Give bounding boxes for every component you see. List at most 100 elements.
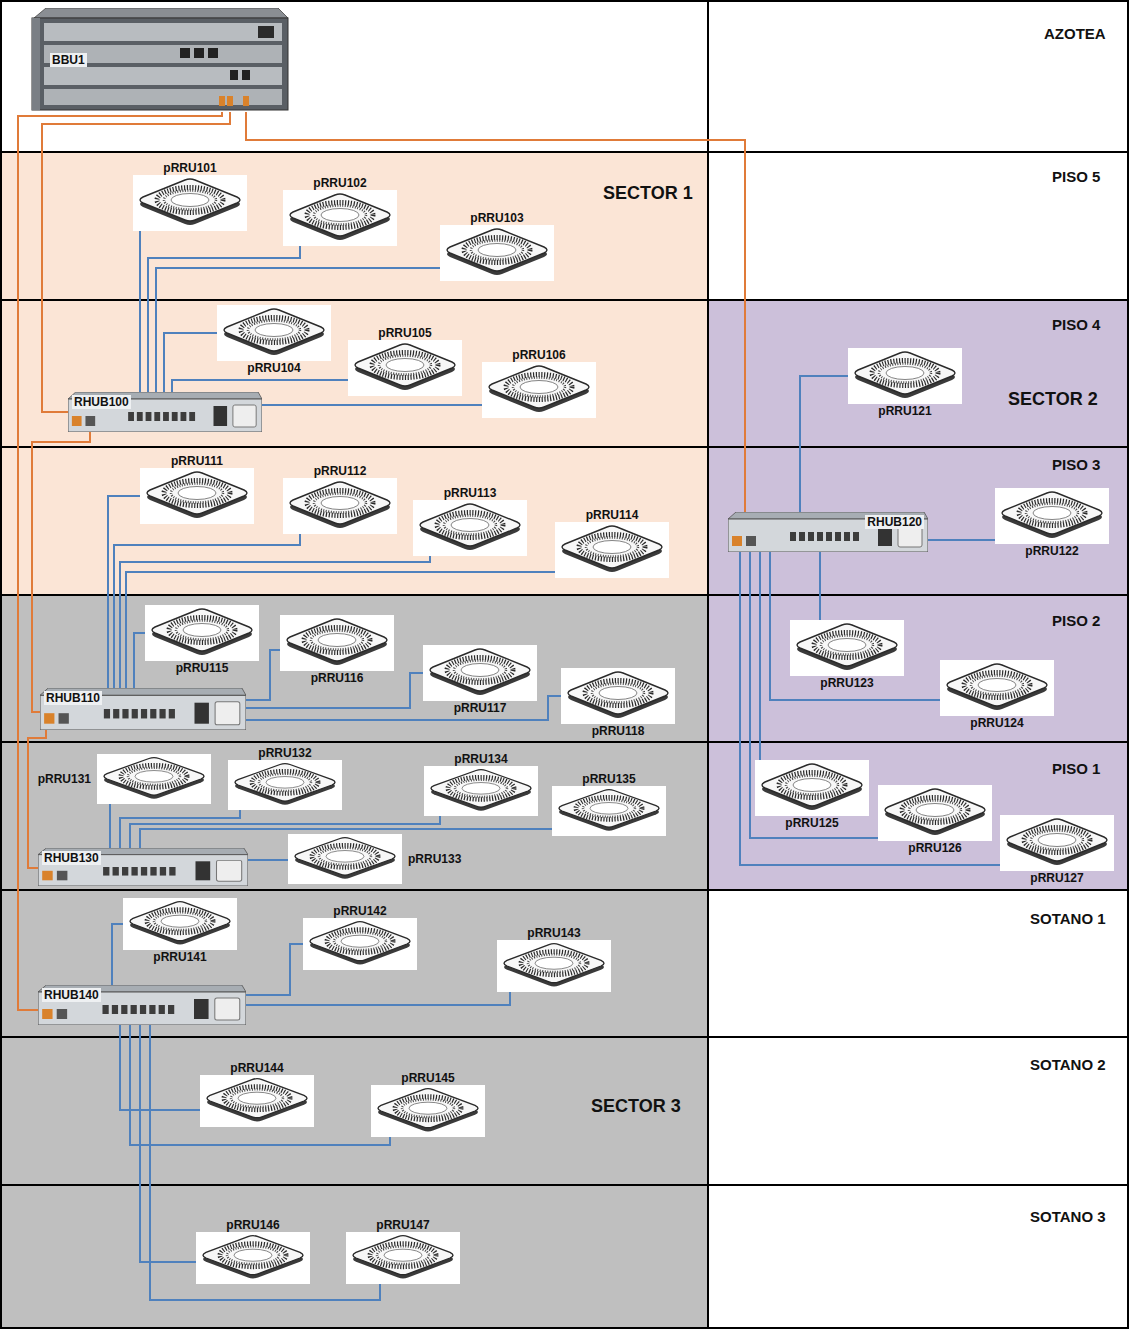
prru-graphic — [790, 620, 904, 676]
cable-line — [262, 404, 482, 406]
cable-line — [246, 944, 303, 995]
prru-graphic — [97, 754, 211, 804]
cable-line — [246, 112, 745, 512]
floor-label: SOTANO 1 — [1030, 910, 1106, 928]
prru-unit: pRRU146 — [196, 1218, 310, 1284]
device-label: pRRU133 — [406, 852, 463, 866]
device-label: pRRU103 — [468, 211, 525, 225]
grid-line — [0, 299, 1129, 301]
device-label: pRRU113 — [442, 486, 499, 500]
cable-line — [32, 432, 90, 712]
prru-icon — [497, 940, 611, 992]
prru-graphic — [878, 785, 992, 841]
prru-unit: pRRU132 — [228, 746, 342, 810]
cable-line — [130, 1025, 390, 1145]
prru-icon — [940, 660, 1054, 716]
prru-graphic — [482, 362, 596, 418]
cable-line — [114, 534, 300, 688]
device-label: RHUB130 — [42, 851, 101, 865]
prru-unit: pRRU113 — [413, 486, 527, 556]
prru-unit: pRRU131 — [36, 754, 211, 804]
cable-line — [759, 552, 761, 760]
device-label: pRRU144 — [228, 1061, 285, 1075]
rhub-unit: RHUB130 — [38, 848, 248, 886]
cable-line — [246, 673, 423, 708]
prru-graphic — [1000, 815, 1114, 871]
floor-label: SOTANO 3 — [1030, 1208, 1106, 1226]
device-label: pRRU116 — [309, 671, 366, 685]
sector-label: SECTOR 3 — [588, 1095, 684, 1117]
cable-line — [246, 650, 280, 700]
prru-graphic — [995, 488, 1109, 544]
prru-graphic — [288, 834, 402, 884]
prru-icon — [145, 605, 259, 661]
floor-cell: AZOTEA — [1044, 25, 1106, 43]
prru-graphic — [228, 760, 342, 810]
prru-graphic — [555, 522, 669, 578]
floor-cell: PISO 2 — [1052, 612, 1100, 630]
bbu-graphic — [32, 8, 288, 110]
prru-unit: pRRU127 — [1000, 815, 1114, 885]
grid-line — [0, 151, 1129, 153]
prru-icon — [133, 175, 247, 231]
floor-label: PISO 4 — [1052, 316, 1100, 334]
device-label: pRRU135 — [580, 772, 637, 786]
prru-unit: pRRU145 — [371, 1071, 485, 1137]
prru-icon — [303, 918, 417, 970]
prru-icon — [200, 1075, 314, 1127]
cable-line — [130, 816, 440, 848]
prru-graphic — [440, 225, 554, 281]
prru-graphic — [423, 645, 537, 701]
grid-line — [707, 0, 709, 1329]
rhub-unit: RHUB140 — [38, 985, 246, 1025]
prru-icon — [755, 760, 869, 816]
rhub-graphic — [68, 392, 262, 432]
bbu-unit: BBU1 — [30, 8, 290, 112]
prru-icon — [561, 668, 675, 724]
floor-label: PISO 3 — [1052, 456, 1100, 474]
prru-icon — [123, 898, 237, 950]
prru-graphic — [140, 468, 254, 524]
cable-line — [120, 556, 430, 688]
floor-cell: SOTANO 3 — [1030, 1208, 1106, 1226]
prru-icon — [348, 340, 462, 396]
cable-line — [108, 496, 140, 688]
prru-icon — [878, 785, 992, 841]
cable-line — [28, 730, 46, 868]
cable-line — [819, 552, 821, 620]
device-label: pRRU147 — [374, 1218, 431, 1232]
prru-icon — [848, 348, 962, 404]
device-label: pRRU112 — [312, 464, 369, 478]
device-label: pRRU115 — [174, 661, 231, 675]
prru-graphic — [346, 1232, 460, 1284]
device-label: pRRU111 — [169, 454, 225, 468]
prru-unit: pRRU125 — [755, 760, 869, 830]
prru-graphic — [283, 478, 397, 534]
cable-line — [246, 696, 561, 720]
device-label: pRRU141 — [151, 950, 208, 964]
prru-unit: pRRU121 — [848, 348, 962, 418]
prru-unit: pRRU122 — [995, 488, 1109, 558]
prru-graphic — [940, 660, 1054, 716]
grid-line — [0, 1184, 1129, 1186]
prru-graphic — [413, 500, 527, 556]
prru-graphic — [145, 605, 259, 661]
prru-icon — [413, 500, 527, 556]
sector-zone: SECTOR 1pRRU101pRRU102pRRU103pRRU104pRRU… — [0, 152, 708, 595]
rhub-unit: RHUB110 — [40, 688, 246, 730]
prru-unit: pRRU112 — [283, 464, 397, 534]
cable-line — [140, 1025, 196, 1262]
device-label: pRRU122 — [1023, 544, 1080, 558]
device-label: pRRU132 — [256, 746, 313, 760]
device-label: RHUB110 — [44, 691, 102, 705]
prru-graphic — [561, 668, 675, 724]
rhub-graphic — [40, 688, 246, 730]
cable-line — [126, 572, 555, 688]
device-label: pRRU131 — [36, 772, 93, 786]
grid-line — [0, 741, 1129, 743]
floor-cell: PISO 1 — [1052, 760, 1100, 778]
